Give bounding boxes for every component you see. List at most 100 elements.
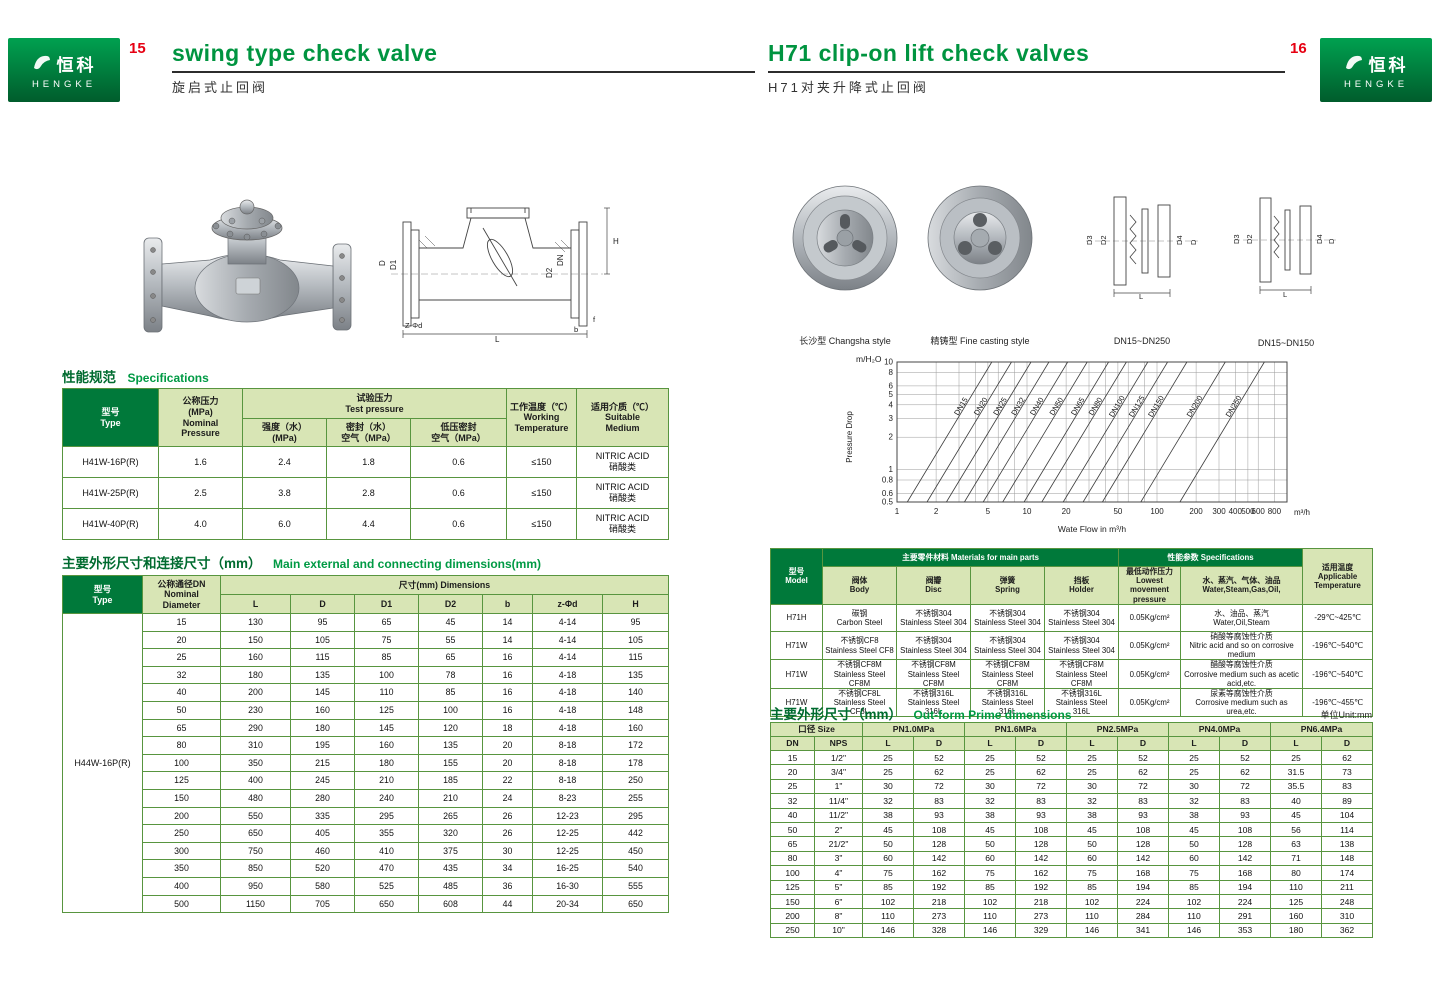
- table-cell: 150: [220, 630, 291, 650]
- table-cell: 160: [354, 736, 419, 755]
- table-cell: 75: [862, 865, 914, 881]
- table-cell: 273: [913, 908, 965, 924]
- table-cell: 2.4: [242, 446, 327, 478]
- dn-curve: [964, 361, 1050, 503]
- table-cell: 265: [418, 806, 483, 826]
- table-cell: 110: [964, 908, 1016, 924]
- table-cell: 3": [814, 850, 863, 867]
- table-cell: 192: [913, 879, 965, 895]
- table-cell: 115: [601, 648, 670, 667]
- col-header-dimensions: 尺寸(mm) Dimensions: [219, 575, 670, 595]
- table-cell: 110: [1270, 879, 1322, 895]
- table-cell: 580: [290, 876, 355, 896]
- col-header-model: 型号 Type: [62, 575, 143, 614]
- table-cell: 128: [1219, 836, 1271, 852]
- table-cell: 62: [1015, 764, 1067, 780]
- dn-curve-label: DN40: [1028, 396, 1046, 417]
- table-cell: 硝酸等腐蚀性介质 Nitric acid and so on corrosive…: [1180, 630, 1304, 661]
- table-cell: 30: [482, 841, 533, 861]
- table-cell: 180: [354, 753, 419, 773]
- table-cell: 705: [290, 894, 355, 914]
- col-header-nominal-diameter: 公称通径DN Nominal Diameter: [142, 575, 221, 614]
- table-cell: 10": [814, 922, 863, 939]
- table-cell: 50: [964, 836, 1016, 852]
- dn-curve: [1179, 361, 1265, 503]
- col-header-nominal-pressure: 公称压力 (MPa) Nominal Pressure: [158, 388, 243, 447]
- table-cell: 4": [814, 865, 863, 881]
- table-cell: 16: [482, 700, 533, 720]
- table-cell: 146: [964, 922, 1016, 939]
- table-cell: H41W-25P(R): [62, 477, 159, 509]
- table-cell: 65: [770, 836, 815, 852]
- col-header-D: D: [1015, 736, 1067, 751]
- y-tick-label: 0.5: [882, 498, 894, 507]
- page-subtitle-right: H71对夹升降式止回阀: [768, 80, 929, 95]
- table-cell: 108: [1219, 821, 1271, 838]
- table-cell: 135: [418, 736, 483, 755]
- table-cell: 148: [1321, 850, 1373, 867]
- page-subtitle-left: 旋启式止回阀: [172, 80, 269, 95]
- table-cell: 75: [1168, 865, 1220, 881]
- table-cell: 138: [1321, 836, 1373, 852]
- table-cell: 300: [142, 841, 221, 861]
- dn-curve: [1140, 361, 1226, 503]
- wafer-valve-drawing-small: D3 D2 D4 D L: [1230, 188, 1340, 303]
- table-cell: ≤150: [506, 446, 577, 478]
- table-cell: 172: [601, 736, 670, 755]
- col-header-applicable-temperature: 适用温度 Applicable Temperature: [1302, 548, 1374, 605]
- col-header-D2: D2: [418, 594, 483, 614]
- table-cell: 100: [770, 865, 815, 881]
- table-cell: 30: [1066, 778, 1118, 795]
- spec-table: 型号 Type 公称压力 (MPa) Nominal Pressure 试验压力…: [62, 388, 669, 540]
- table-cell: 200: [142, 806, 221, 826]
- table-cell: 178: [601, 753, 670, 773]
- table-cell: 355: [354, 824, 419, 843]
- table-cell: 128: [1117, 836, 1169, 852]
- table-cell: 36: [482, 876, 533, 896]
- y-tick-label: 5: [889, 390, 894, 399]
- table-cell: 20: [770, 764, 815, 780]
- dn-curve: [982, 361, 1069, 503]
- table-cell: 329: [1015, 922, 1067, 939]
- table-cell: 520: [290, 859, 355, 878]
- table-cell: 25: [862, 749, 914, 766]
- table-cell: 250: [601, 771, 670, 790]
- table-cell: 194: [1219, 879, 1271, 895]
- dn-curve: [1002, 361, 1088, 503]
- pressure-drop-flow-chart: m/H₂O Pressure Drop Wate Flow in m³/h m³…: [842, 352, 1327, 542]
- col-header-D: D: [1321, 736, 1373, 751]
- table-cell: 0.6: [410, 477, 507, 509]
- page-number-left: 15: [129, 40, 146, 57]
- table-cell: 442: [601, 824, 670, 843]
- table-cell: 200: [220, 683, 291, 702]
- table-cell: 2.5: [158, 477, 243, 509]
- table-cell: 160: [1270, 908, 1322, 924]
- table-cell: 4-18: [532, 665, 603, 685]
- table-cell: 95: [601, 613, 670, 632]
- table-cell: 125: [142, 771, 221, 790]
- table-cell: 25: [1168, 764, 1220, 780]
- table-cell: 2.8: [326, 477, 411, 509]
- swing-check-valve-photo: [140, 176, 355, 351]
- table-cell: NITRIC ACID 硝酸类: [576, 477, 669, 509]
- table-cell: 4-14: [532, 630, 603, 650]
- table-cell: 38: [964, 807, 1016, 823]
- x-tick-label: 400: [1229, 507, 1243, 516]
- col-header-nps: NPS: [814, 736, 863, 751]
- dn-curve-label: DN20: [972, 396, 990, 417]
- table-cell: 130: [220, 613, 291, 632]
- dn-curve: [1041, 361, 1127, 503]
- table-cell: 1": [814, 778, 863, 795]
- x-tick-label: 5: [986, 507, 991, 516]
- table-cell: 280: [290, 788, 355, 808]
- dim-label-D: D: [378, 260, 387, 266]
- table-cell: 14: [482, 613, 533, 632]
- wafer-valve-photo-changsha: [790, 180, 900, 305]
- col-header-D: D: [290, 594, 355, 614]
